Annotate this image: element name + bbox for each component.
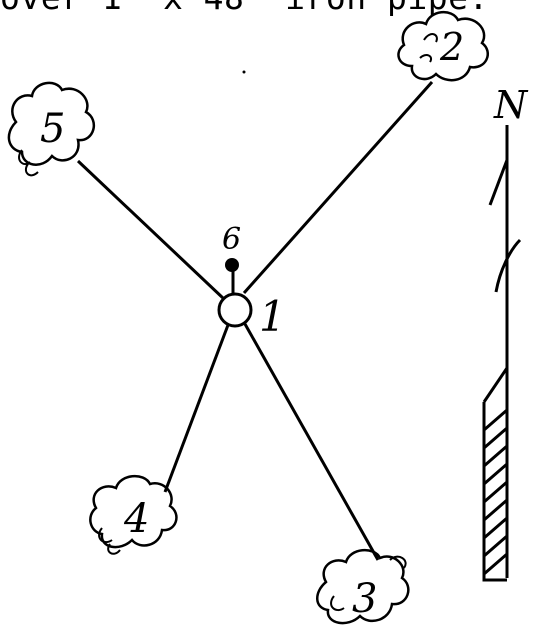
tree-5-scribble [18, 149, 39, 177]
tree-4-outline [89, 475, 178, 549]
reference-tree-3: 3 [316, 549, 410, 625]
tree-5-label: 5 [40, 106, 65, 152]
center-point [217, 292, 253, 328]
north-arrow-head [488, 159, 509, 206]
tree-5-outline [7, 81, 96, 166]
tree-2-scribble [419, 33, 438, 63]
line-to-4 [163, 324, 230, 493]
tree-4-label: 4 [123, 496, 149, 542]
tree-2-outline [397, 11, 489, 82]
north-arrow: N [482, 83, 529, 582]
tree-3-label: 3 [352, 576, 377, 622]
north-arrow-break [494, 238, 522, 293]
center-label: 1 [259, 292, 286, 341]
marker-point [225, 258, 239, 272]
stray-dot [242, 70, 246, 74]
tree-3-outline [316, 549, 410, 625]
tree-2-label: 2 [439, 25, 464, 69]
tree-4-scribble [98, 527, 121, 555]
north-label: N [493, 83, 529, 127]
north-arrow-feather [482, 367, 509, 582]
line-to-2 [242, 81, 434, 294]
header-text: over 1" x 48" iron pipe. [0, 0, 538, 17]
reference-tree-4: 4 [89, 475, 178, 555]
tree-3-scribble [330, 555, 407, 612]
reference-tree-5: 5 [7, 81, 96, 177]
line-to-5 [76, 159, 226, 301]
reference-tree-2: 2 [397, 11, 489, 82]
line-to-3 [243, 323, 380, 561]
marker-label: 6 [222, 222, 241, 257]
